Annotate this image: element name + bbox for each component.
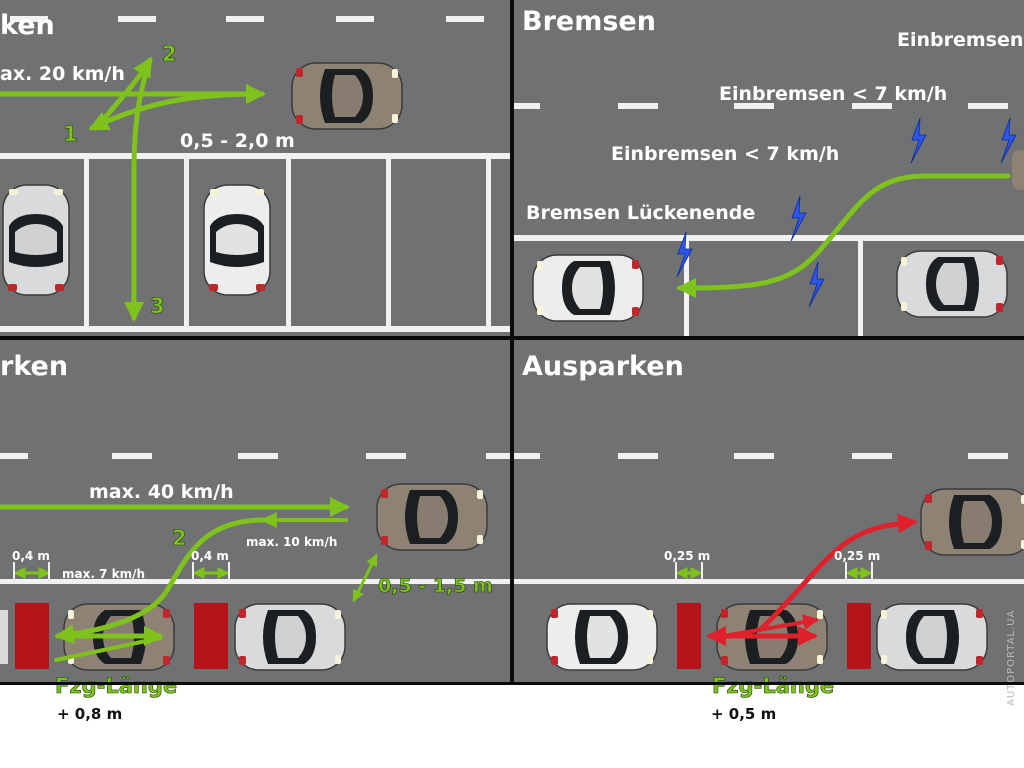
speed-label-small: max. 10 km/h — [246, 535, 337, 549]
panel-bremsen-top-right: Bremsen Einbremsen Einbremsen < 7 km/h E… — [514, 0, 1024, 336]
park-in-arrow — [54, 517, 267, 645]
step-number: 2 — [162, 42, 177, 66]
speed-label: max. 40 km/h — [89, 481, 234, 503]
lightning-icon — [790, 195, 807, 242]
leaving-car — [920, 488, 1024, 556]
lightning-icon — [676, 231, 693, 278]
step-number: 3 — [150, 294, 165, 318]
gap-label: 0,25 m — [834, 549, 880, 563]
maneuver-arrows — [0, 497, 378, 662]
driving-car — [1012, 150, 1024, 190]
reverse-speed-label: max. 7 km/h — [62, 567, 145, 581]
braking-label-mid: Einbremsen < 7 km/h — [719, 83, 947, 105]
panel-einparken-top-left: ken ax. 20 km/h 0,5 - 2,0 m 1 2 3 — [0, 0, 510, 336]
lane-markings — [10, 16, 484, 22]
exit-arrows — [706, 513, 918, 646]
vehicle-length-extra: + 0,8 m — [57, 705, 122, 723]
braking-label-top: Einbremsen — [897, 29, 1023, 51]
lateral-distance-label: 0,5 - 1,5 m — [378, 575, 493, 597]
panel-title: Bremsen — [522, 6, 656, 37]
gap-label: 0,4 m — [191, 549, 229, 563]
step-number: 1 — [63, 122, 78, 146]
parked-car — [876, 603, 988, 671]
straighten-arrow — [54, 636, 162, 662]
gap-block — [194, 603, 228, 669]
lightning-icon — [1000, 117, 1017, 164]
panel-ausparken-bottom-right: Ausparken 0,25 m 0,25 m Fzg-Länge + 0,5 … — [514, 340, 1024, 723]
exit-path-arrow — [757, 513, 918, 633]
lightning-icon — [808, 261, 825, 308]
lateral-distance-arrow — [352, 553, 378, 603]
driving-car — [291, 62, 403, 130]
panel-dividers — [0, 0, 1024, 685]
vehicle-length-extra: + 0,5 m — [711, 705, 776, 723]
braking-path-arrow — [676, 173, 1011, 298]
lane-markings — [0, 453, 510, 584]
parked-car — [0, 610, 8, 664]
panel-title: Ausparken — [522, 351, 684, 382]
panel-title: ken — [0, 10, 55, 41]
parked-car — [234, 603, 346, 671]
step3-arrow — [124, 57, 153, 322]
maneuver-arrow — [722, 614, 820, 638]
lightning-icon-group — [676, 117, 1017, 308]
gap-block — [15, 603, 49, 669]
step1-arrow — [88, 91, 265, 131]
parked-car — [203, 184, 271, 296]
panel-title: rken — [0, 351, 68, 382]
lane-markings — [514, 103, 1008, 109]
gap-label: 0,25 m — [664, 549, 710, 563]
parked-car — [546, 603, 658, 671]
driving-car — [376, 483, 488, 551]
braking-label-low: Einbremsen < 7 km/h — [611, 143, 839, 165]
gap-block — [847, 603, 871, 669]
distance-label: 0,5 - 2,0 m — [180, 130, 295, 152]
gap-label: 0,4 m — [12, 549, 50, 563]
parking-bay-lines — [0, 153, 510, 332]
maneuver-arrows — [0, 56, 266, 322]
vehicle-length-label: Fzg-Länge — [55, 674, 177, 698]
speed-label: ax. 20 km/h — [0, 63, 125, 85]
watermark: AUTOPORTAL.UA — [1006, 610, 1017, 706]
dimension-ticks — [675, 562, 873, 584]
parked-car — [532, 254, 644, 322]
braking-end-label: Bremsen Lückenende — [526, 202, 755, 224]
step-number: 2 — [172, 526, 187, 550]
gap-block — [677, 603, 701, 669]
lightning-icon — [910, 117, 927, 164]
lane-markings — [514, 453, 1024, 584]
dimension-ticks — [13, 562, 230, 584]
parked-car — [896, 250, 1008, 318]
panel-einparken-bottom-left: rken max. 40 km/h max. 10 km/h max. 7 km… — [0, 340, 510, 723]
parked-car — [2, 184, 70, 296]
vehicle-length-label: Fzg-Länge — [712, 674, 834, 698]
